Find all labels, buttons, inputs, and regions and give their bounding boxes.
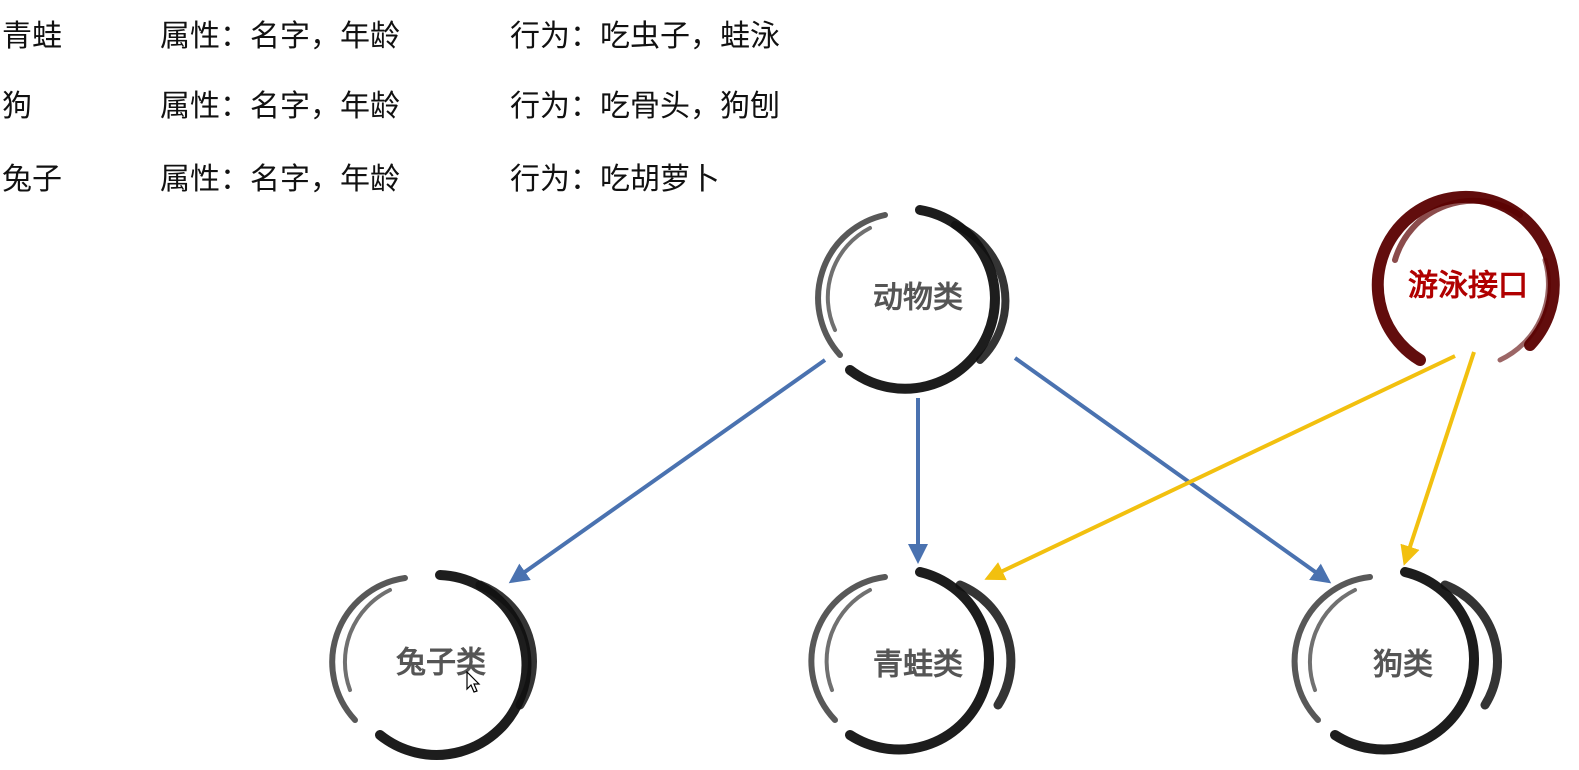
node-dog: 狗类 bbox=[1295, 572, 1498, 750]
node-swim-interface-label: 游泳接口 bbox=[1408, 269, 1528, 304]
node-swim-interface: 游泳接口 bbox=[1378, 197, 1554, 360]
arrow-animal-to-dog bbox=[1015, 358, 1328, 581]
node-frog-label: 青蛙类 bbox=[873, 648, 963, 683]
node-animal: 动物类 bbox=[818, 210, 1005, 389]
node-dog-label: 狗类 bbox=[1373, 648, 1433, 683]
arrow-animal-to-rabbit bbox=[512, 360, 825, 581]
node-animal-label: 动物类 bbox=[873, 281, 963, 316]
arrow-swim-to-dog bbox=[1405, 352, 1474, 562]
node-frog: 青蛙类 bbox=[811, 572, 1010, 750]
mouse-cursor-icon bbox=[466, 671, 482, 695]
node-rabbit: 兔子类 bbox=[332, 575, 532, 755]
